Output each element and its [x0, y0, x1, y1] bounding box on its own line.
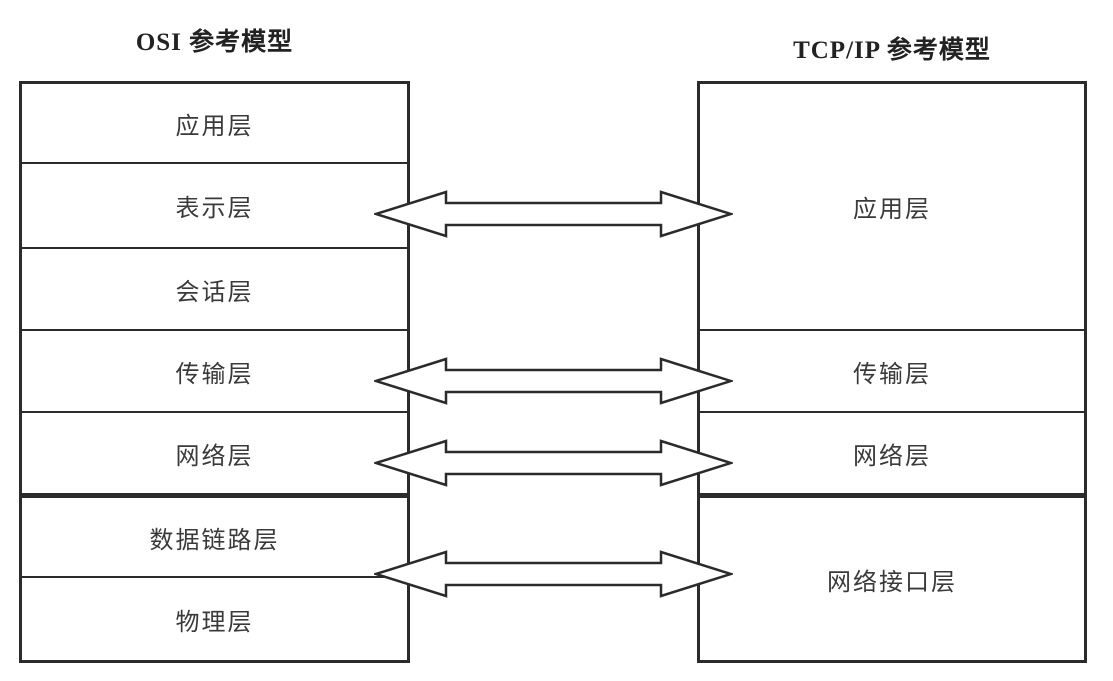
double-headed-arrow-icon	[374, 550, 733, 598]
tcpip-layer-transport: 传输层	[700, 331, 1084, 413]
arrow-transport-to-transport	[374, 357, 733, 405]
osi-layer-session: 会话层	[22, 249, 407, 331]
double-headed-arrow-icon	[374, 439, 733, 487]
tcpip-layer-stack: 应用层 传输层 网络层 网络接口层	[697, 81, 1087, 663]
osi-layer-presentation: 表示层	[22, 164, 407, 249]
tcpip-layer-network-interface: 网络接口层	[827, 569, 957, 596]
osi-layer-transport: 传输层	[22, 331, 407, 413]
tcpip-model-title: TCP/IP 参考模型	[793, 37, 991, 64]
tcpip-upper-lower-divider	[700, 493, 1084, 498]
osi-upper-lower-divider	[22, 493, 407, 498]
tcpip-layer-application: 应用层	[700, 84, 1084, 331]
tcpip-layer-network: 网络层	[853, 443, 931, 470]
osi-layer-network: 网络层	[175, 443, 254, 470]
arrow-network-to-network	[374, 439, 733, 487]
osi-layer-application: 应用层	[22, 84, 407, 164]
arrow-datalink-to-network-interface	[374, 550, 733, 598]
double-headed-arrow-icon	[374, 190, 733, 238]
double-headed-arrow-icon	[374, 357, 733, 405]
osi-layer-stack: 应用层 表示层 会话层 传输层 网络层 数据链路层 物理层	[19, 81, 410, 663]
osi-layer-datalink: 数据链路层	[22, 498, 407, 578]
osi-model-title: OSI 参考模型	[135, 29, 294, 56]
arrow-presentation-to-application	[374, 190, 733, 238]
osi-layer-physical: 物理层	[175, 609, 254, 636]
